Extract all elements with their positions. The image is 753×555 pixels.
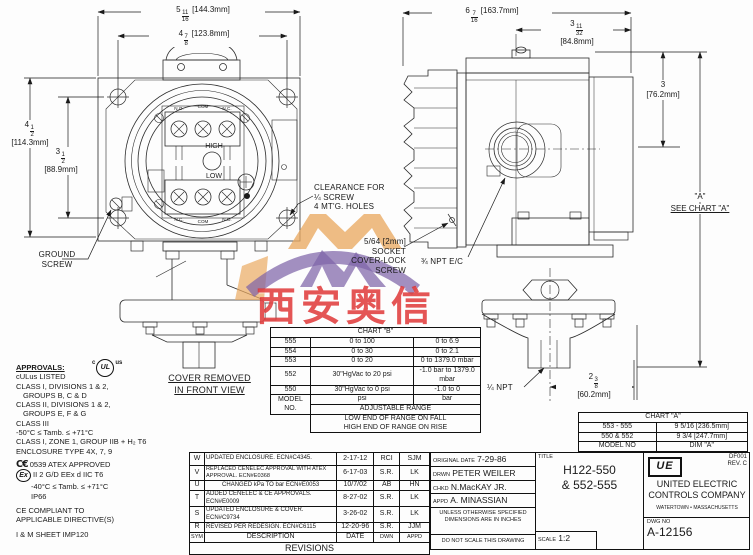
chart-b-title: CHART "B" <box>270 327 481 338</box>
drawing-title-line2: & 552-555 <box>561 478 618 492</box>
terminal-label: N.C. <box>174 217 183 222</box>
chart-a-title: CHART "A" <box>578 412 748 423</box>
dim-side-height: 3 [76.2mm] <box>641 80 685 100</box>
scale-cell: SCALE 1:2 <box>536 531 597 549</box>
terminal-label: COM <box>198 219 209 224</box>
terminal-block-top <box>164 111 241 160</box>
do-not-scale-cell: DO NOT SCALE THIS DRAWING <box>431 534 535 549</box>
terminal-label: COM <box>198 104 209 109</box>
cover-lock-screw <box>447 213 457 227</box>
adjustment-screw <box>237 173 255 199</box>
sensor-cylinder <box>588 76 634 233</box>
ce-mark: C€ <box>16 458 29 470</box>
dwg-number: A-12156 <box>647 525 693 539</box>
title-cell: TITLE H122-550 & 552-555 SCALE 1:2 <box>535 453 643 549</box>
title-block: ORIGINAL DATE 7-29-86 DRWN PETER WEILER … <box>430 452 750 550</box>
cover-ring-screws <box>154 113 250 209</box>
front-view-caption: COVER REMOVED IN FRONT VIEW <box>168 373 251 395</box>
ex-mark: Ex <box>16 469 31 483</box>
revisions-title: REVISIONS <box>189 541 430 555</box>
diaphragm-flange <box>119 299 266 323</box>
setpoint-window <box>202 151 222 171</box>
npt-ec-callout: ¾ NPT E/C <box>421 257 464 266</box>
terminal-label: N.C. <box>222 106 231 111</box>
flange-bolts <box>142 321 258 335</box>
dwg-no-cell: DWG NO A-12156 <box>644 517 750 549</box>
ue-logo: UE <box>648 457 682 477</box>
company-name: UNITED ELECTRIC CONTROLS COMPANY <box>648 479 746 500</box>
drawing-title-line1: H122-550 <box>563 463 616 477</box>
mounting-bracket <box>511 217 590 246</box>
company-location: WATERTOWN • MASSACHUSETTS <box>656 505 738 511</box>
low-label: LOW <box>206 173 222 180</box>
terminal-label: N.O. <box>174 106 183 111</box>
approved-by-cell: APPD A. MINASSIAN <box>431 494 535 508</box>
ground-screw <box>109 196 133 212</box>
side-view <box>403 34 634 402</box>
terminal-block-bottom <box>164 166 241 215</box>
watermark-logo <box>235 214 421 300</box>
see-chart-a-note: SEE CHART "A" <box>658 204 742 214</box>
lid <box>465 57 590 74</box>
dim-a-label: "A" <box>680 192 720 202</box>
watermark-text: 西安奥信 <box>256 284 436 330</box>
terminal-labels: N.O. COM N.C. HIGH LOW N.C. COM N.O. <box>174 104 231 224</box>
high-label: HIGH <box>205 143 223 150</box>
drawn-by-cell: DRWN PETER WEILER <box>431 467 535 481</box>
approvals-title: APPROVALS: <box>16 363 65 372</box>
ribbed-cover <box>403 69 458 249</box>
mounting-holes <box>107 86 298 229</box>
checked-by-cell: CHKD N.MacKAY JR. <box>431 481 535 494</box>
table-row: ADJUSTABLE RANGE <box>271 404 482 415</box>
original-date-cell: ORIGINAL DATE 7-29-86 <box>431 453 535 467</box>
terminal-label: N.O. <box>222 217 231 222</box>
callout-leaders <box>62 177 545 388</box>
cover-flange <box>456 72 467 248</box>
npt-callout: ¼ NPT <box>487 383 513 392</box>
